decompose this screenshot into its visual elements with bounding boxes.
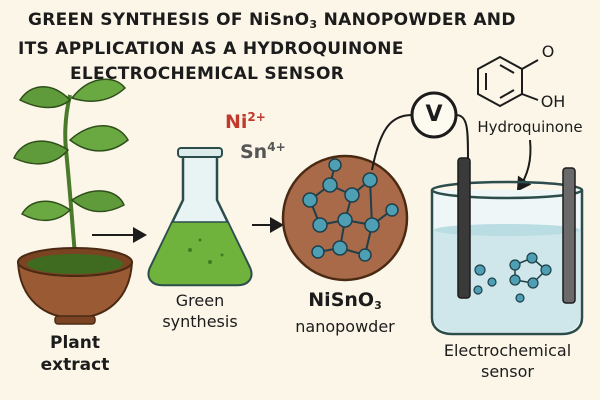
electrode-right — [562, 167, 576, 304]
nanopowder-label: NiSnO3 nanopowder — [295, 289, 395, 337]
plant-icon — [13, 78, 129, 256]
diagram-title: GREEN SYNTHESIS OF NiSnO3 NANOPOWDER AND… — [0, 8, 600, 87]
flask-icon — [147, 147, 253, 287]
beaker-particles — [473, 252, 552, 303]
ni-ion-label: Ni2+ — [225, 110, 266, 133]
electrode-left — [457, 157, 471, 299]
title-line-2: ITS APPLICATION AS A HYDROQUINONE — [18, 39, 404, 59]
oxygen-label: O — [541, 42, 555, 61]
hydroquinone-label: Hydroquinone — [477, 118, 583, 136]
wire-left — [371, 114, 413, 171]
wire-right — [455, 114, 469, 161]
voltmeter-icon — [410, 91, 458, 139]
title-line-1: GREEN SYNTHESIS OF NiSnO3 NANOPOWDER AND — [28, 10, 516, 31]
sn-ion-label: Sn4+ — [240, 140, 286, 163]
title-line-3: ELECTROCHEMICAL SENSOR — [70, 64, 345, 84]
beaker-icon — [430, 180, 584, 336]
bowl-icon — [16, 247, 134, 325]
nanopowder-icon — [281, 154, 409, 282]
arrow-to-beaker — [516, 139, 532, 192]
voltmeter-label: V — [425, 102, 443, 127]
hydroquinone-structure — [477, 55, 539, 108]
hydroxyl-label: OH — [540, 92, 566, 111]
